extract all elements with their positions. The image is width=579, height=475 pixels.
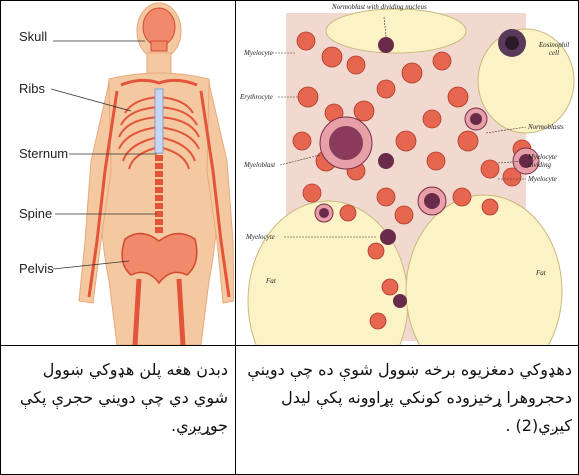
caption-left: دبدن هغه پلن هډوکي ښوول شوي دي چې دويني … [8,356,228,440]
label-myelocyte-left: Myelocyte [244,49,273,57]
caption-right: دهډوکي دمغزيوه برخه ښوول شوې ده چې دوينې… [242,356,572,440]
bone-marrow-illustration [236,1,578,345]
label-ribs: Ribs [19,81,45,96]
border-left [0,0,1,475]
label-pelvis: Pelvis [19,261,54,276]
label-erythrocyte: Erythrocyte [240,93,273,101]
label-myelocyte-right: Myelocyte [528,175,557,183]
label-eosinophil: Eosinophil cell [534,41,574,57]
border-top [0,0,579,1]
label-spine: Spine [19,206,52,221]
skeleton-figure-cell: Skull Ribs Sternum Spine Pelvis [1,1,234,345]
label-myelocyte-lower: Myelocyte [246,233,275,241]
label-skull: Skull [19,29,47,44]
marrow-figure-cell: Normoblast with dividing nucleus Myelocy… [236,1,578,345]
border-middle [0,345,579,346]
label-sternum: Sternum [19,146,68,161]
label-fat-right: Fat [536,269,546,277]
label-myelocyte-dividing: Myelocyte dividing [528,153,572,169]
skeleton-illustration [1,1,234,345]
label-normoblasts: Normoblasts [528,123,564,131]
border-center [235,0,236,475]
label-myeloblast: Myeloblast [244,161,275,169]
label-normoblast-dividing: Normoblast with dividing nucleus [332,3,427,11]
label-fat-left: Fat [266,277,276,285]
